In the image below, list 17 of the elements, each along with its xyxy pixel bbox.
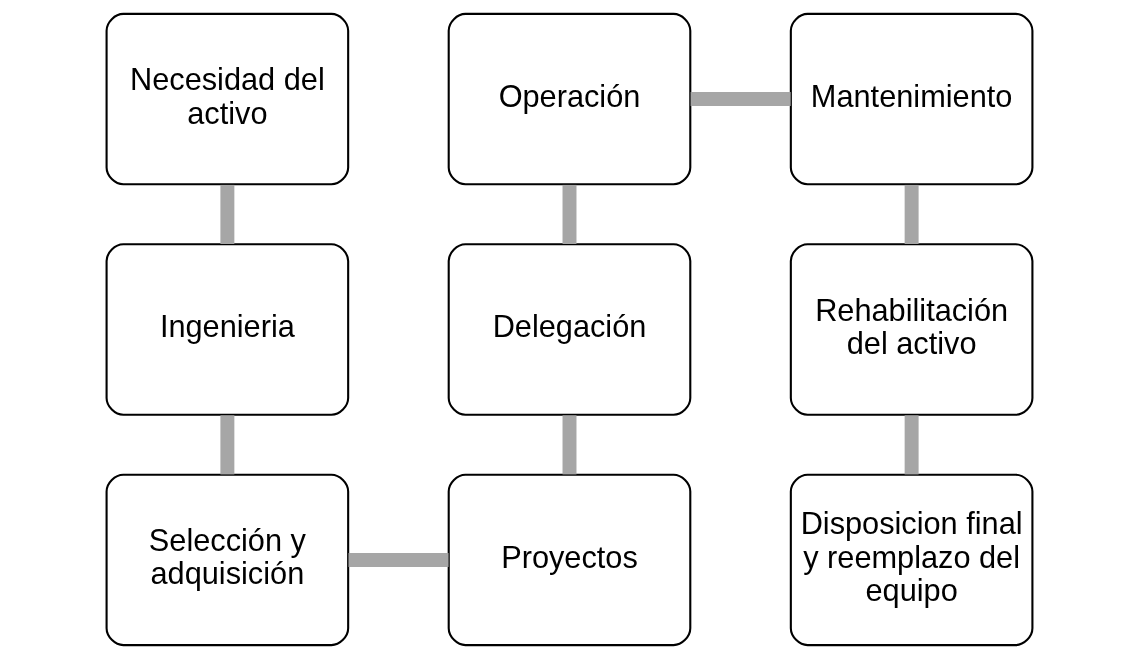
node-box: Delegación [447, 243, 691, 416]
node-box: Proyectos [447, 473, 691, 647]
connector [904, 415, 919, 475]
node-box: Mantenimiento [789, 12, 1033, 186]
node-box: Selección y adquisición [105, 473, 349, 647]
connector [904, 184, 919, 244]
connector [690, 92, 791, 107]
node-box: Necesidad del activo [105, 12, 349, 186]
connector [219, 184, 234, 244]
connector [562, 184, 576, 244]
connector [347, 552, 449, 567]
node-box: Rehabilitación del activo [789, 243, 1033, 416]
connector [562, 415, 576, 475]
node-box: Ingenieria [105, 243, 349, 416]
node-box: Operación [447, 12, 691, 186]
connector [219, 415, 234, 475]
node-box: Disposicion final y reemplazo del equipo [789, 473, 1033, 647]
